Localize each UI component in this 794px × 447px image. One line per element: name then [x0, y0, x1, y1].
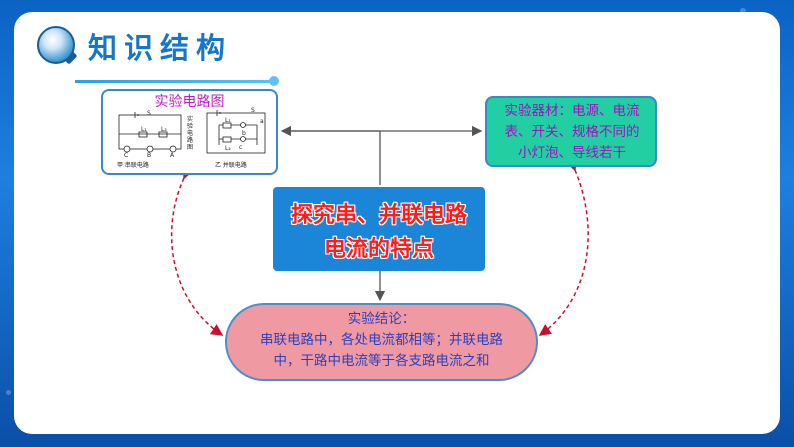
label-L1-right: L₁: [225, 117, 231, 124]
conclusion-box: 实验结论： 串联电路中，各处电流都相等；并联电路 中，干路中电流等于各支路电流之…: [225, 303, 538, 381]
middle-char-2: 验: [187, 122, 193, 130]
dashed-curve-right: [538, 158, 589, 336]
topic-line-2: 电流的特点: [323, 237, 434, 262]
conclusion-label: 实验结论：: [347, 311, 416, 327]
middle-char-5: 图: [187, 144, 193, 151]
materials-box: 实验器材：电源、电流 表、开关、规格不同的 小灯泡、导线若干: [485, 96, 657, 167]
materials-line-2: 表、开关、规格不同的: [504, 124, 640, 140]
materials-text: 实验器材：电源、电流 表、开关、规格不同的 小灯泡、导线若干: [491, 101, 653, 164]
background-sparkle: [740, 8, 746, 14]
materials-line-3: 小灯泡、导线若干: [518, 145, 626, 161]
circuit-diagram: S L₁ L₂ C B A 甲 串联电路 实 验 电 路 图: [117, 107, 266, 169]
title-bar: 知识结构: [33, 23, 279, 86]
conclusion-line-2: 中，干路中电流等于各支路电流之和: [273, 353, 490, 369]
magnifier-icon: [37, 26, 75, 64]
title-underline: [75, 80, 275, 83]
circuit-diagram-box: 实验电路图 S L₁ L₂ C B A 甲 串联电路 实 验: [101, 89, 278, 175]
background-sparkle: [6, 390, 11, 395]
label-L2-right: L₂: [225, 145, 231, 152]
topic-line-1: 探究串、并联电路: [290, 203, 467, 228]
series-circuit: [118, 112, 182, 153]
caption-parallel: 乙 并联电路: [215, 161, 247, 169]
label-b: b: [242, 130, 246, 137]
materials-line-1: 实验器材：电源、电流: [504, 103, 640, 119]
label-L1-left: L₁: [141, 126, 147, 133]
page-title: 知识结构: [88, 31, 233, 65]
parallel-circuit: [206, 110, 266, 154]
title-underline-dot: [269, 76, 279, 86]
label-L2-left: L₂: [161, 126, 167, 133]
label-S-right: S: [251, 107, 255, 114]
middle-char-4: 路: [187, 136, 193, 144]
caption-series: 甲 串联电路: [117, 161, 149, 169]
label-a: a: [260, 118, 264, 125]
label-A: A: [170, 152, 175, 159]
topic-box: 探究串、并联电路 电流的特点: [273, 187, 485, 271]
label-c: c: [239, 144, 242, 151]
dashed-curve-left: [170, 165, 224, 336]
middle-char-3: 电: [187, 129, 193, 137]
label-C: C: [124, 152, 128, 159]
middle-char-1: 实: [187, 115, 193, 123]
label-B: B: [147, 152, 151, 159]
conclusion-line-1: 串联电路中，各处电流都相等；并联电路: [260, 332, 503, 348]
circuit-box-title: 实验电路图: [154, 94, 225, 110]
label-S-left: S: [147, 110, 151, 117]
